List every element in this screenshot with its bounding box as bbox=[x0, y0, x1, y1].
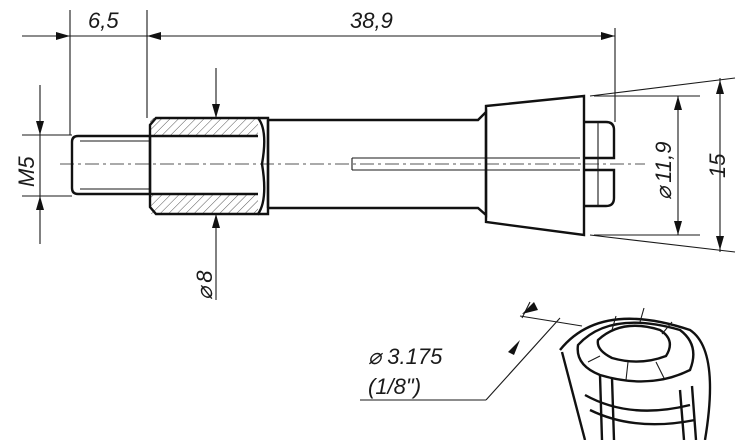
nut-section bbox=[148, 116, 270, 216]
dim-diameter-large: 15 bbox=[705, 153, 730, 178]
threaded-shank bbox=[70, 134, 152, 196]
collet-isometric bbox=[559, 307, 712, 440]
dim-thread: M5 bbox=[14, 156, 39, 187]
diameter-15-dimension: 15 bbox=[589, 77, 736, 253]
dim-bore-imperial: (1/8") bbox=[368, 374, 421, 399]
dim-diameter-mid: ⌀11,9 bbox=[651, 142, 676, 200]
top-dimensions: 6,5 38,9 bbox=[22, 8, 616, 135]
diameter-11-9-dimension: ⌀11,9 bbox=[594, 95, 700, 236]
thread-dimension: M5 bbox=[14, 85, 72, 244]
dim-length-long: 38,9 bbox=[350, 8, 393, 33]
diameter-8-dimension: ⌀8 bbox=[192, 68, 220, 300]
dim-bore-metric: ⌀3.175 bbox=[368, 344, 443, 369]
dim-length-short: 6,5 bbox=[88, 8, 119, 33]
bore-dimension: ⌀3.175 (1/8") bbox=[360, 301, 583, 401]
dim-diameter-small: ⌀8 bbox=[192, 270, 217, 300]
collet-body bbox=[266, 94, 616, 237]
